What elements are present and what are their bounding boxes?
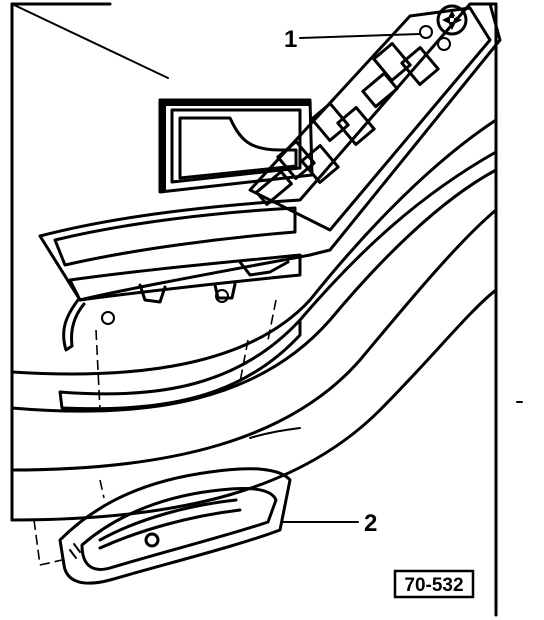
callout-number-1: 1 — [284, 26, 297, 53]
door-panel — [10, 118, 498, 522]
pull-handle-part-2 — [58, 467, 292, 585]
leader-lines — [281, 33, 421, 523]
frame-lines — [10, 2, 498, 617]
callout-number-2: 2 — [364, 510, 377, 537]
switch-panel-part-1 — [38, 2, 502, 352]
reference-code: 70-532 — [404, 575, 463, 596]
reference-code-box: 70-532 — [393, 569, 475, 599]
alignment-lines — [33, 299, 277, 566]
